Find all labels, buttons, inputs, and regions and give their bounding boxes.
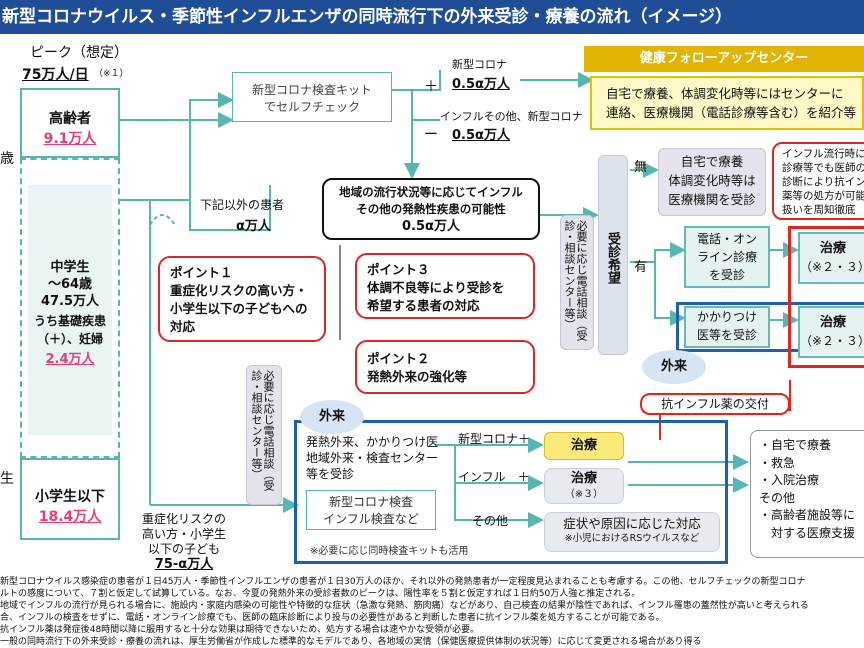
outpatient-right-frame [676,302,864,352]
selfcheck-l1: 新型コロナ検査キット [251,83,372,97]
fever-box: 地域の流行状況等に応じてインフル その他の発熱性疾患の可能性 0.5α万人 [322,178,540,240]
elderly-box [20,88,120,158]
child-label: 小学生以下 [35,489,105,505]
footnote-4: 合、インフルの検査をせずに、電話・オンライン診療でも、医師の臨床診断により投与の… [0,613,665,623]
edge-sei: 生 [0,471,14,487]
treat-flu-box: 治療 （※３） [544,468,624,504]
phone-consult-right: 必要に応じ電話相談（受診・相談センター等） [560,215,594,350]
treat1-box: 治療 （※２・３） [798,232,864,284]
test-box: 新型コロナ検査 インフル検査など [306,490,436,530]
others-value: α万人 [236,219,271,234]
peak-label: ピーク（想定） [30,45,128,61]
wish-label: 受診希望 [605,232,620,284]
elderly-value: 9.1万人 [43,131,97,147]
elderly-label: 高齢者 [49,111,91,127]
footnote-5: 抗インフル薬は発症後48時間以降に服用すると十分な効果は期待できないため、処方す… [0,625,480,635]
child-value: 18.4万人 [38,509,102,525]
covid-minus-label: インフルその他、新型コロナ [440,110,583,123]
covid-plus-value: 0.5α万人 [452,77,510,92]
fever-l2: その他の発熱性疾患の可能性 [356,202,506,216]
home-l3: 医療機関を受診 [668,192,756,207]
red-note: インフル流行時に 診療等でも医師の 診断により抗イン 薬等の処方が可能 扱いを周… [772,142,864,220]
middle-box [20,158,120,458]
treat2-box: 治療 （※２・３） [798,306,864,358]
middle-l3: 47.5万人 [40,294,100,309]
point1-callout: ポイント１ 重症化リスクの高い方・ 小学生以下の子どもへの 対応 [158,256,326,342]
flu-drug-label: 抗インフル薬の交付 [640,393,790,415]
outpatient-left-frame [294,420,728,564]
symptom-box: 症状や原因に応じた対応 ※小児におけるRSウイルスなど [544,512,720,552]
selfcheck-box: 新型コロナ検査キット でセルフチェック [232,72,392,122]
covid-minus-sign: ー [424,127,438,143]
selfcheck-l2: でセルフチェック [263,100,360,114]
branch-covid: 新型コロナ＋ [458,432,531,446]
footnotes: 新型コロナウイルス感染症の患者が１日45万人・季節性インフルエンザの患者が１日3… [0,576,864,648]
health-center-title: 健康フォローアップセンター [584,46,864,72]
covid-minus-value: 0.5α万人 [452,128,510,143]
home-box: 自宅で療養 体調変化時等は 医療機関を受診 [658,148,766,216]
branch-flu: インフル ＋ [458,470,530,484]
outcomes-box: ・自宅で療養 ・救急 ・入院治療 その他 ・高齢者施設等に 対する医療支援 [750,430,864,558]
wish-no: 無 [634,160,648,175]
family-box: かかりつけ 医等を受診 [684,306,770,348]
middle-inner [28,185,112,435]
treat-frame [788,226,864,368]
fever-value: 0.5α万人 [402,219,460,234]
middle-value: 2.4万人 [45,352,95,367]
point3-callout: ポイント３ 体調不良等により受診を 希望する患者の対応 [355,253,535,319]
middle-l2: 〜64歳 [47,277,93,292]
wish-yes: 有 [634,260,648,275]
footnote-2: ルトの感度について、７割と仮定して試算している。なお、今夏の発熱外来の受診者数の… [0,589,641,599]
footnote-6: 一般の同時流行下の外来受診・療養の流れは、厚生労働省が作成した標準的なモデルであ… [0,637,702,647]
others-label: 下記以外の患者 [200,198,285,212]
peak-value: 75万人/日 [22,67,89,83]
phone-consult-left: 必要に応じ電話相談（受診・相談センター等） [246,365,282,505]
footnote-3: 地域でインフルの流行が見られる場合に、施設内・家庭内感染の可能性や特徴的な症状（… [0,601,809,611]
outpatient-right-badge: 外来 [642,350,706,384]
covid-plus-sign: ＋ [424,79,438,95]
out-desc: 発熱外来、かかりつけ医 地域外来・検査センター 等を受診 [306,435,439,481]
test-note: ※必要に応じ同時検査キットも活用 [310,546,469,557]
treat-covid-box: 治療 [544,432,624,460]
home-l2: 体調変化時等は [668,173,756,188]
online-box: 電話・オン ライン診療 を受診 [684,226,770,288]
middle-l5: （＋）、妊婦 [36,332,103,346]
health-center-l2: 連絡、医療機関（電話診療等含む）を紹介等 [606,105,857,120]
footnote-1: 新型コロナウイルス感染症の患者が１日45万人・季節性インフルエンザの患者が１日3… [0,577,806,587]
health-center-l1: 自宅で療養、体調変化時等にはセンターに [606,86,844,101]
peak-note: （※１） [94,69,129,79]
child-box [20,458,120,540]
middle-l4: うち基礎疾患 [33,314,106,328]
outpatient-left-badge: 外来 [300,400,364,434]
fever-l1: 地域の流行状況等に応じてインフル [339,185,523,199]
point2-callout: ポイント２ 発熱外来の強化等 [355,340,535,394]
edge-sai: 歳 [0,151,14,167]
wish-box [598,155,628,355]
home-l1: 自宅で療養 [680,154,744,169]
branch-other: その他 [472,514,509,528]
middle-l1: 中学生 [50,260,90,275]
health-center-box: 自宅で療養、体調変化時等にはセンターに 連絡、医療機関（電話診療等含む）を紹介等 [590,76,864,130]
page-title: 新型コロナウイルス・季節性インフルエンザの同時流行下の外来受診・療養の流れ（イメ… [0,0,864,34]
child-risk: 重症化リスクの 高い方・小学生 以下の子ども 75-α万人 [141,512,226,572]
covid-plus-label: 新型コロナ [452,58,507,71]
